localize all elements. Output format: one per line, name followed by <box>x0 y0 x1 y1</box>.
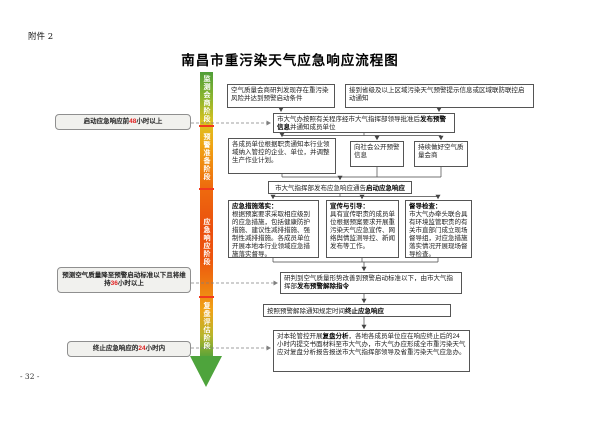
side-note-number: 36 <box>110 280 118 287</box>
flow-text-bold: 终止应急响应 <box>345 307 384 315</box>
flow-box-emergency-measures: 应急措施落实：根据预案要求采取相应级别的应急措施，包括健康防护措施、建议性减排措… <box>228 200 319 258</box>
flow-box-lift-warning: 研判到空气质量形势改善到预警启动标准以下，由市大气指挥部发布预警解除指令 <box>280 272 462 294</box>
flow-box-regional-warning-notice: 接到省级及以上区域污染天气预警提示信息或区域联防联控启动通知 <box>345 84 534 108</box>
side-note-text: 启动应急响应前 <box>83 118 130 125</box>
flow-box-end-response: 按照预警解除通知规定时间终止应急响应 <box>263 304 451 317</box>
flow-text: 市大气办按照有关程序经市大气指挥部领导批准后 <box>277 116 420 123</box>
flow-box-air-quality-consult: 空气质量会商研判发现存在重污染风险并达到预警启动条件 <box>227 84 335 108</box>
stage-label-response: 应急响应阶段 <box>203 218 210 266</box>
down-arrow-icon <box>190 356 222 387</box>
side-note-text: 小时以上 <box>136 118 163 125</box>
stage-divider <box>199 188 214 190</box>
flow-text-bold: 发布预警解除指令 <box>297 283 349 290</box>
flow-text-bold: 复盘分析 <box>322 333 349 340</box>
flow-text: 市大气指挥部发布应急响应通告 <box>275 184 366 192</box>
side-note-36h: 预测空气质量降至预警启动标准以下且将维持36小时以上 <box>57 267 191 293</box>
flow-text: 市大气办牵头联合具有环境监管职责的有关市直部门成立现场督导组，对应急措施落实情况… <box>409 211 468 258</box>
flow-box-public-warning: 向社会公开预警信息 <box>350 141 404 167</box>
flow-box-issue-warning: 市大气办按照有关程序经市大气指挥部领导批准后发布预警信息并通知成员单位 <box>273 113 455 133</box>
flow-text: 对本轮管控开展 <box>277 333 323 340</box>
flow-box-heading: 督导检查： <box>409 203 442 210</box>
page-number: - 32 - <box>20 372 40 381</box>
flow-text: ，各地各成员单位应在响应终止后的24小时内提交书面材料至市大气办，市大气办应形成… <box>277 333 466 356</box>
side-note-text: 终止应急响应的 <box>92 345 139 352</box>
side-note-text: 小时以上 <box>117 280 144 287</box>
side-note-number: 48 <box>129 118 137 125</box>
flow-box-member-units-notify: 各成员单位根据职责通知本行业领域纳入管控的企业、单位，并调整生产作业计划。 <box>228 138 336 174</box>
side-note-24h: 终止应急响应的24小时内 <box>67 341 191 357</box>
flow-text: 具有宣传职责的成员单位根据预案要求开展重污染天气应急宣传、网络舆情监测导控、新闻… <box>330 211 395 250</box>
stage-divider <box>199 296 214 298</box>
flow-box-supervision-inspection: 督导检查：市大气办牵头联合具有环境监管职责的有关市直部门成立现场督导组，对应急措… <box>405 200 472 258</box>
flow-text: 并通知成员单位 <box>290 124 336 131</box>
flow-box-review-analysis: 对本轮管控开展复盘分析，各地各成员单位应在响应终止后的24小时内提交书面材料至市… <box>273 330 470 372</box>
flow-box-heading: 应急措施落实： <box>232 203 278 210</box>
flow-box-publicity-guidance: 宣传与引导：具有宣传职责的成员单位根据预案要求开展重污染天气应急宣传、网络舆情监… <box>326 200 399 258</box>
side-note-text: 预测空气质量降至预警启动标准以下且将维持 <box>62 272 186 287</box>
flow-box-continue-consult: 持续做好空气质量会商 <box>414 141 468 167</box>
side-note-number: 24 <box>138 345 146 352</box>
flow-text-bold: 启动应急响应 <box>366 184 405 192</box>
stage-label-warning-prep: 预警准备阶段 <box>203 133 210 181</box>
side-note-text: 小时内 <box>145 345 166 352</box>
flow-text-bold: 发布预警信息 <box>277 116 446 131</box>
attachment-label: 附件 2 <box>28 32 54 42</box>
side-note-48h: 启动应急响应前48小时以上 <box>55 114 191 130</box>
flow-text: 按照预警解除通知规定时间 <box>267 307 345 315</box>
flow-text: 研判到空气质量形势改善到预警启动标准以下，由市大气指挥部 <box>284 275 453 290</box>
stage-gradient-bar <box>200 72 213 358</box>
flow-box-start-response: 市大气指挥部发布应急响应通告启动应急响应 <box>268 181 412 194</box>
page-title: 南昌市重污染天气应急响应流程图 <box>181 53 399 69</box>
stage-divider <box>199 125 214 127</box>
stage-label-review: 复盘评估阶段 <box>203 302 210 350</box>
flow-box-heading: 宣传与引导： <box>330 203 369 210</box>
stage-label-monitoring: 监测会商阶段 <box>203 75 210 123</box>
flow-text: 根据预案要求采取相应级别的应急措施，包括健康防护措施、建议性减排措施、强制性减排… <box>232 211 310 258</box>
